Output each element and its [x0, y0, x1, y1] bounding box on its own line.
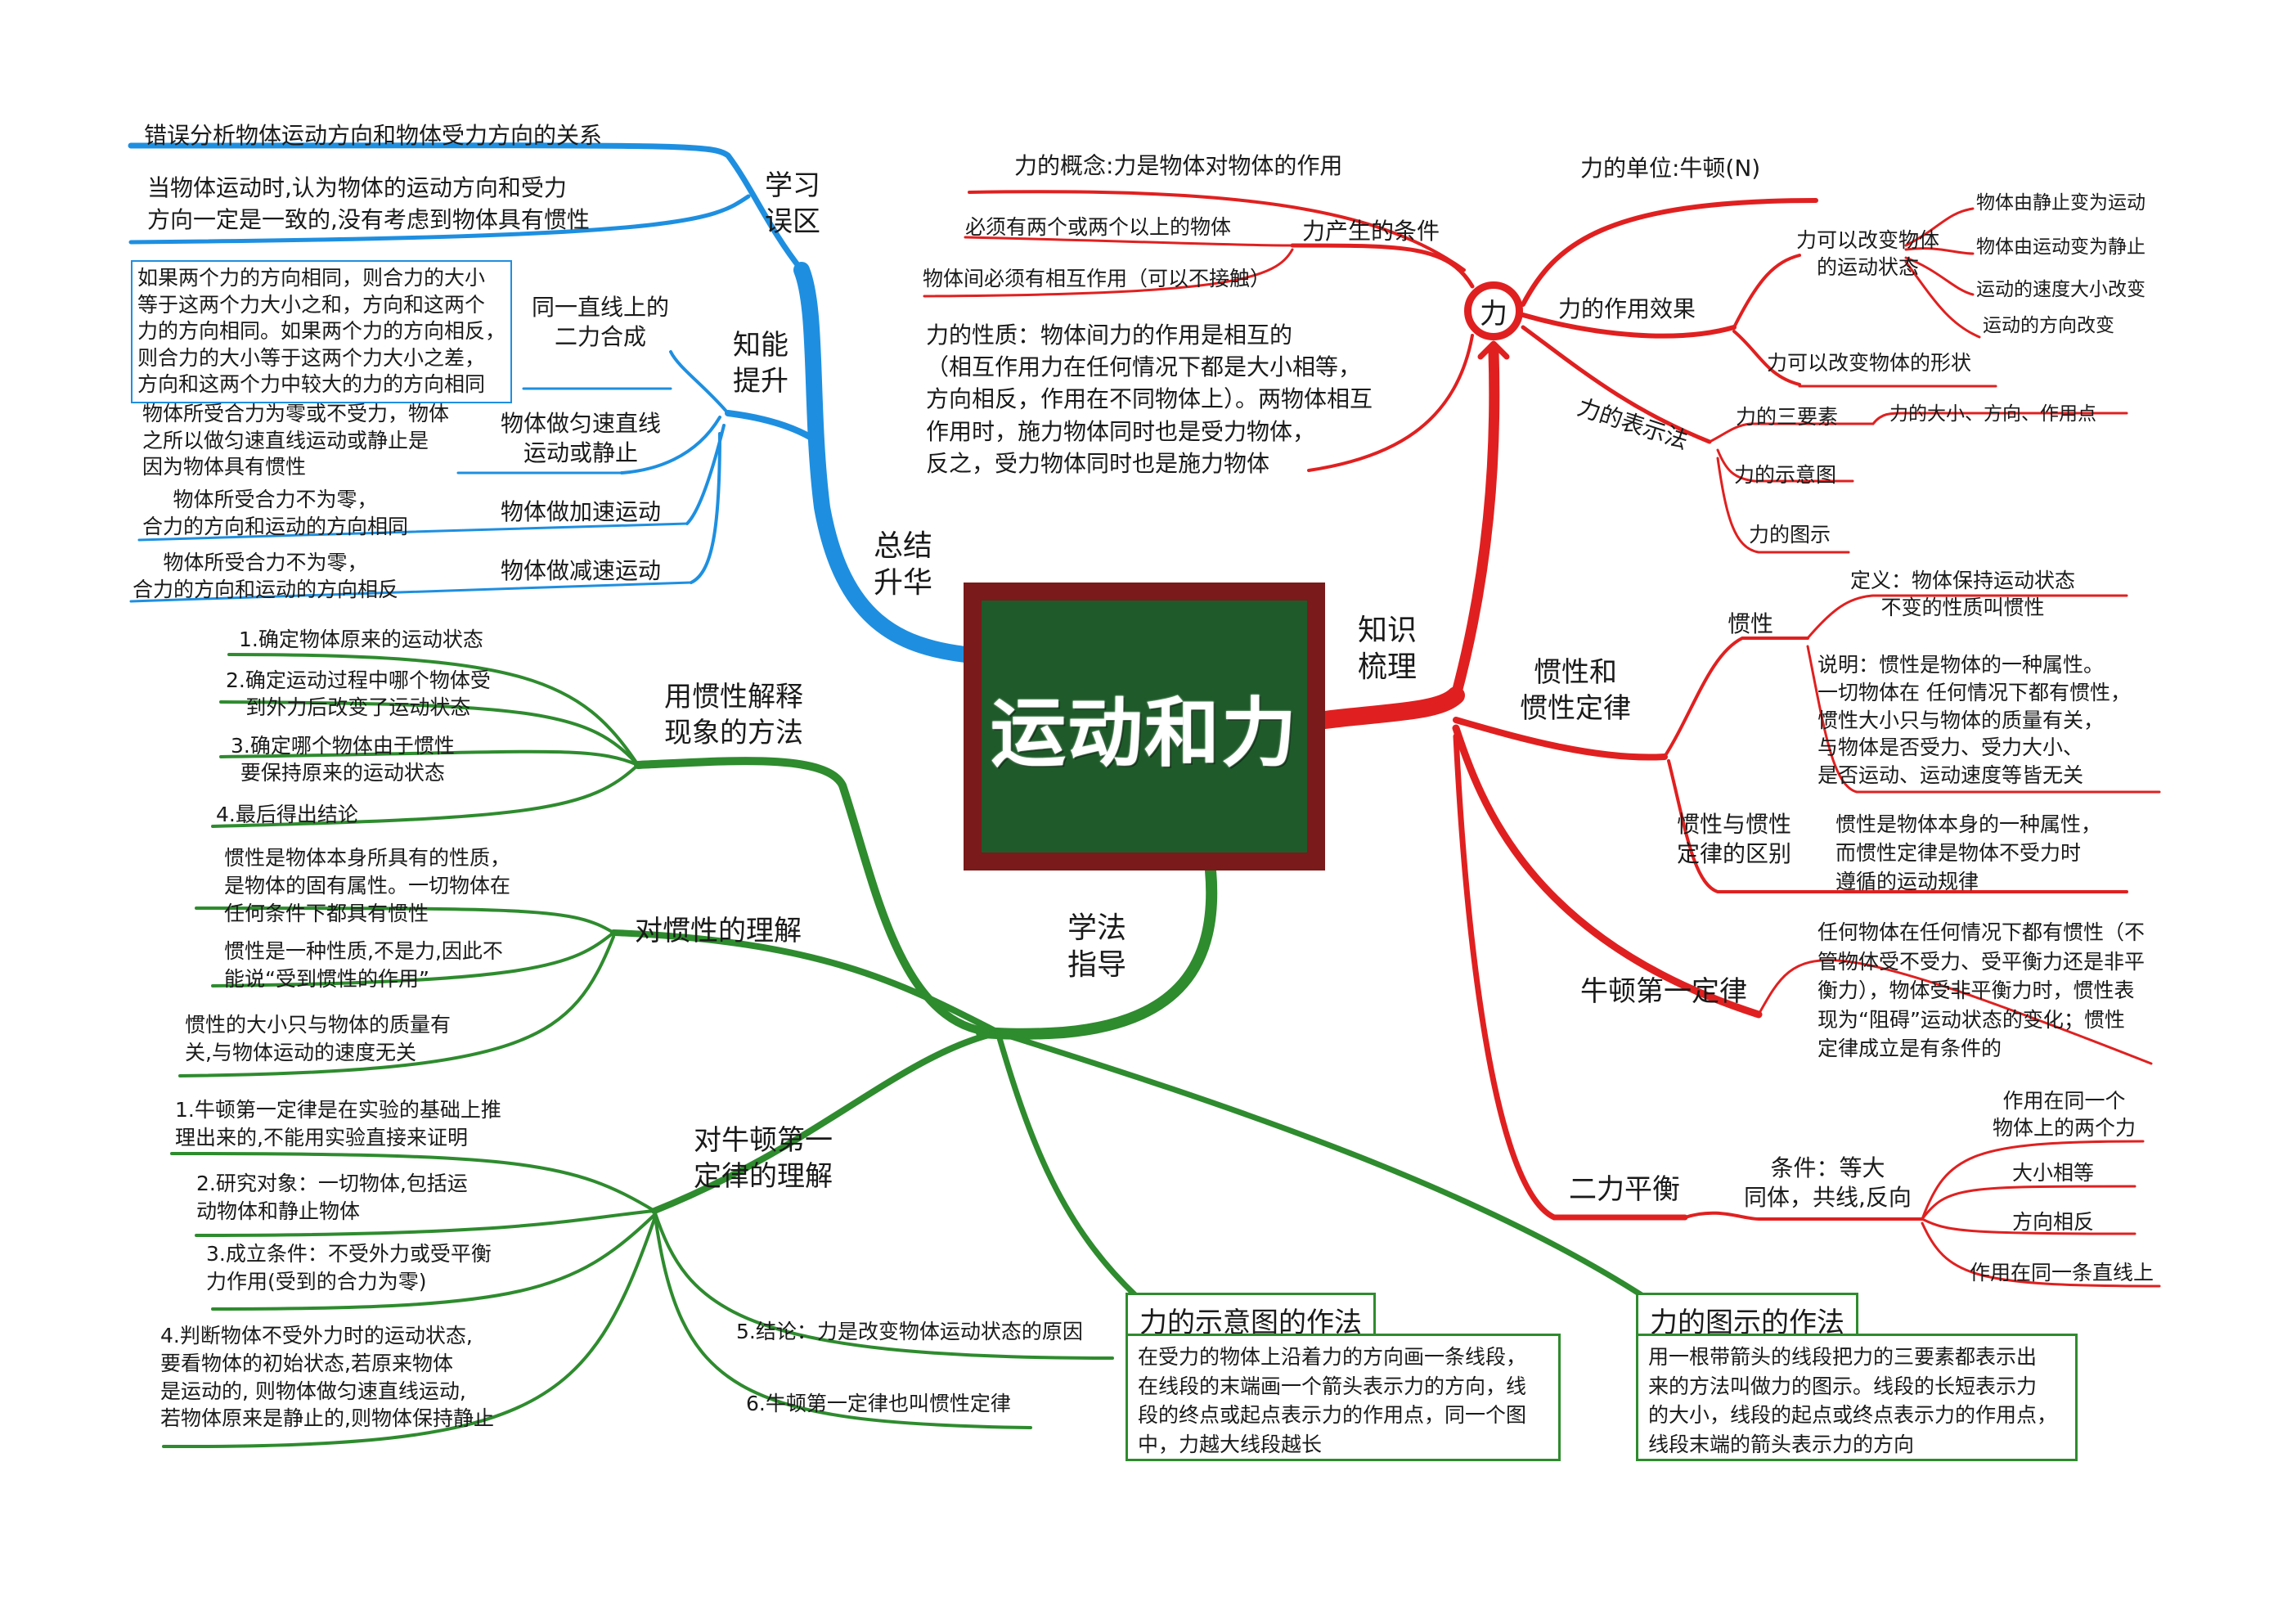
force-unit: 力的单位:牛顿(N): [1580, 155, 1761, 182]
knowledge-label: 知识 梳理: [1358, 614, 1418, 684]
summary-accel-label: 物体做加速运动: [501, 498, 662, 525]
force-arrow: [1477, 340, 1510, 367]
branch-effect-motion: [1732, 254, 1801, 329]
balance-label: 二力平衡: [1569, 1173, 1680, 1206]
inertia-explanation: 说明：惯性是物体的一种属性。 一切物体在 任何情况下都有惯性， 惯性大小只与物体…: [1817, 653, 2131, 787]
force-rep-elements-detail: 力的大小、方向、作用点: [1889, 403, 2096, 425]
method-explain-4: 4.最后得出结论: [216, 803, 358, 826]
method-understand-2: 惯性是一种性质,不是力,因此不 能说“受到惯性的作用”: [224, 939, 503, 991]
inertia-newton-label: 牛顿第一定律: [1580, 975, 1747, 1008]
method-explain-label: 用惯性解释 现象的方法: [664, 681, 803, 750]
summary-mistakes-label: 学习 误区: [765, 169, 820, 239]
center-node: 运动和力: [964, 583, 1325, 870]
method-schematic-box: 在受力的物体上沿着力的方向画一条线段， 在线段的末端画一个箭头表示力的方向，线 …: [1126, 1334, 1561, 1461]
inertia-diff-text: 惯性是物体本身的一种属性， 而惯性定律是物体不受力时 遵循的运动规律: [1835, 812, 2102, 893]
method-newton-6: 6.牛顿第一定律也叫惯性定律: [746, 1392, 1011, 1415]
balance-c4: 作用在同一条直线上: [1970, 1261, 2154, 1284]
branch-force-rep: [1521, 325, 1712, 444]
balance-c3: 方向相反: [2012, 1210, 2095, 1234]
balance-condition: 条件：等大 同体，共线,反向: [1744, 1154, 1912, 1212]
summary-resultant-text: 如果两个力的方向相同，则合力的大小 等于这两个力大小之和，方向和这两个 力的方向…: [131, 260, 513, 403]
inertia-definition: 定义：物体保持运动状态 不变的性质叫惯性: [1850, 569, 2076, 619]
method-schematic-text: 在受力的物体上沿着力的方向画一条线段， 在线段的末端画一个箭头表示力的方向，线 …: [1138, 1345, 1527, 1456]
summary-decel-text: 物体所受合力不为零， 合力的方向和运动的方向相反: [133, 551, 399, 601]
branch-balance: [1453, 733, 1688, 1221]
force-circle-label: 力: [1480, 297, 1507, 331]
balance-c1: 作用在同一个 物体上的两个力: [1993, 1089, 2136, 1140]
force-condition-label: 力产生的条件: [1302, 218, 1440, 245]
force-rep-elements: 力的三要素: [1736, 405, 1839, 429]
branch-knowledge: [1316, 686, 1465, 729]
method-explain-1: 1.确定物体原来的运动状态: [239, 628, 483, 651]
inertia-newton-text: 任何物体在任何情况下都有惯性（不 管物体受不受力、受平衡力还是非平 衡力），物体…: [1817, 920, 2145, 1060]
branch-inertia: [1453, 717, 1668, 761]
method-newton-2: 2.研究对象：一切物体,包括运 动物体和静止物体: [196, 1172, 468, 1223]
branch-summary: [793, 262, 973, 663]
method-newton-label: 对牛顿第一 定律的理解: [694, 1124, 833, 1194]
branch-force-unit: [1521, 198, 1818, 307]
inertia-label: 惯性和 惯性定律: [1520, 656, 1631, 726]
summary-label: 总结 升华: [874, 529, 933, 600]
method-newton-3: 3.成立条件：不受外力或受平衡 力作用(受到的合力为零): [206, 1242, 492, 1293]
inertia-inertia-label: 惯性: [1728, 610, 1774, 637]
summary-mistake-1: 错误分析物体运动方向和物体受力方向的关系: [144, 122, 603, 149]
summary-decel-label: 物体做减速运动: [501, 557, 662, 584]
summary-uniform-text: 物体所受合力为零或不受力，物体 之所以做匀速直线运动或静止是 因为物体具有惯性: [142, 402, 450, 479]
method-label: 学法 指导: [1067, 911, 1127, 982]
force-effect-label: 力的作用效果: [1558, 295, 1696, 322]
summary-ability-label: 知能 提升: [733, 329, 789, 398]
branch-force-effect: [1521, 313, 1737, 339]
force-effect-m1: 物体由静止变为运动: [1976, 192, 2145, 214]
method-understand-1: 惯性是物体本身所具有的性质， 是物体的固有属性。一切物体在 任何条件下都具有惯性: [224, 846, 511, 925]
method-understand-3: 惯性的大小只与物体的质量有 关,与物体运动的速度无关: [185, 1013, 452, 1064]
branch-force-property: [1307, 334, 1474, 472]
summary-mistake-2: 当物体运动时,认为物体的运动方向和受力 方向一定是一致的,没有考虑到物体具有惯性: [147, 174, 590, 234]
force-effect-shape: 力可以改变物体的形状: [1767, 351, 1972, 375]
inertia-diff-label: 惯性与惯性 定律的区别: [1677, 811, 1792, 868]
force-effect-m2: 物体由运动变为静止: [1976, 236, 2145, 258]
branch-force-concept: [968, 190, 1466, 272]
center-title: 运动和力: [990, 689, 1298, 777]
branch-force-condition: [1290, 243, 1475, 289]
force-effect-motion: 力可以改变物体 的运动状态: [1796, 228, 1940, 279]
method-explain-3: 3.确定哪个物体由于惯性 要保持原来的运动状态: [231, 734, 455, 785]
force-condition-2: 物体间必须有相互作用（可以不接触）: [923, 267, 1271, 290]
balance-c2: 大小相等: [2012, 1161, 2095, 1185]
method-diagram-box: 用一根带箭头的线段把力的三要素都表示出 来的方法叫做力的图示。线段的长短表示力 …: [1636, 1334, 2078, 1461]
method-newton-5: 5.结论：力是改变物体运动状态的原因: [736, 1320, 1083, 1343]
summary-accel-text: 物体所受合力不为零， 合力的方向和运动的方向相同: [142, 488, 409, 538]
force-rep-diagram: 力的图示: [1749, 523, 1831, 547]
force-rep-schematic: 力的示意图: [1734, 463, 1837, 487]
force-condition-1: 必须有两个或两个以上的物体: [965, 215, 1232, 239]
method-explain-2: 2.确定运动过程中哪个物体受 到外力后改变了运动状态: [226, 668, 491, 719]
force-effect-m4: 运动的方向改变: [1983, 315, 2114, 336]
summary-resultant-label: 同一直线上的 二力合成: [532, 294, 670, 351]
summary-uniform-label: 物体做匀速直线 运动或静止: [501, 410, 662, 467]
method-newton-4: 4.判断物体不受外力时的运动状态, 要看物体的初始状态,若原来物体 是运动的, …: [160, 1324, 494, 1431]
force-concept: 力的概念:力是物体对物体的作用: [1014, 152, 1343, 179]
force-circle: 力: [1464, 281, 1523, 340]
branch-to-force: [1450, 346, 1500, 701]
branch-newton: [1452, 724, 1763, 1019]
method-newton-1: 1.牛顿第一定律是在实验的基础上推 理出来的,不能用实验直接来证明: [175, 1098, 501, 1149]
method-understand-label: 对惯性的理解: [635, 915, 802, 947]
force-property: 力的性质：物体间力的作用是相互的 （相互作用力在任何情况下都是大小相等， 方向相…: [926, 322, 1373, 477]
method-diagram-text: 用一根带箭头的线段把力的三要素都表示出 来的方法叫做力的图示。线段的长短表示力 …: [1648, 1345, 2058, 1456]
force-effect-m3: 运动的速度大小改变: [1976, 279, 2145, 300]
center-panel: 运动和力: [982, 601, 1307, 852]
